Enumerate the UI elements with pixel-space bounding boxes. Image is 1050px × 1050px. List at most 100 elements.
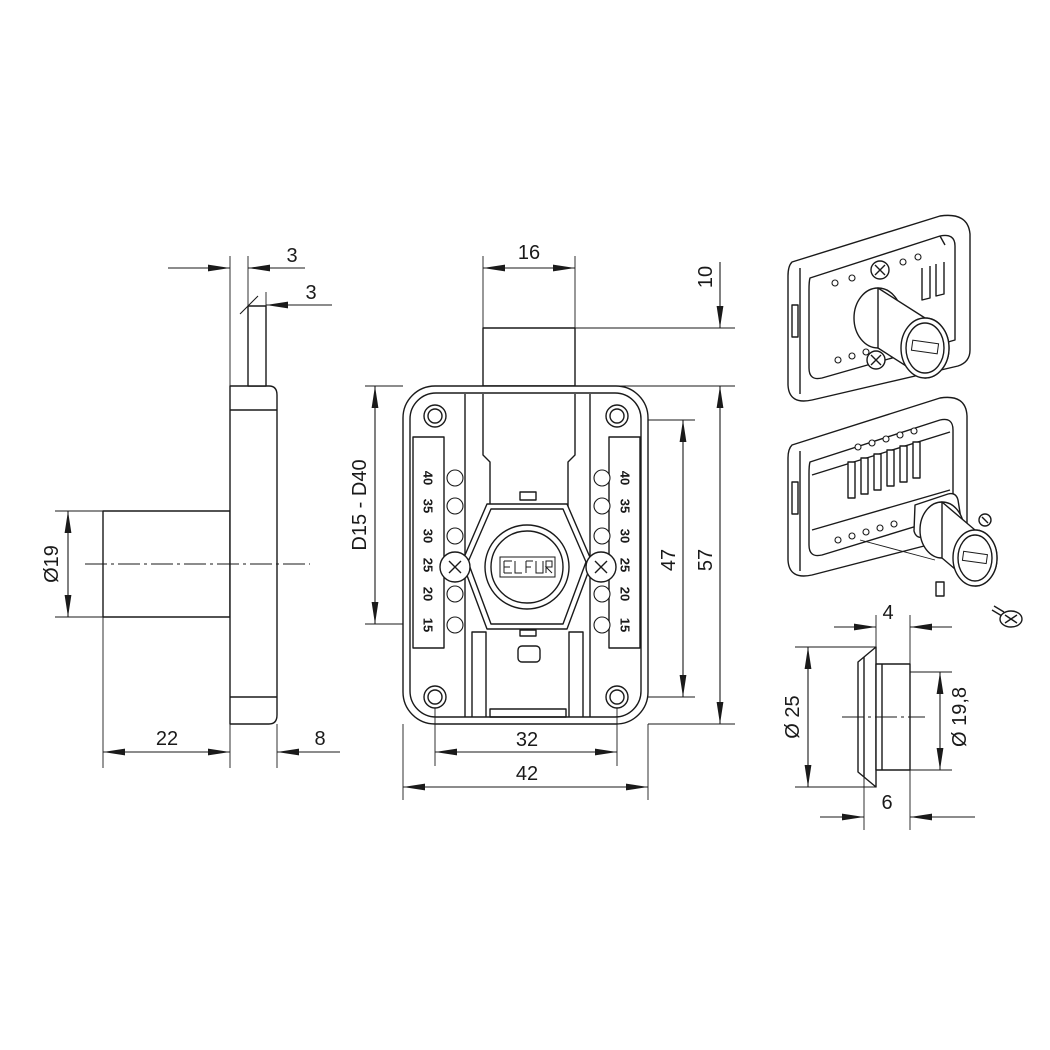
iso-comb-tooth: [886, 449, 895, 487]
iso-dot: [890, 520, 898, 528]
iso-key-logo-icon: [910, 339, 940, 355]
corner-hole-inner: [609, 689, 625, 705]
iso-key-logo-icon: [961, 550, 989, 565]
dim-inner-height: 47: [658, 549, 680, 571]
iso-rail: [811, 489, 951, 531]
scale-left-35: 35: [421, 499, 436, 513]
scale-right-20: 20: [618, 587, 633, 601]
iso-slot: [935, 262, 945, 297]
dim-cylinder-length: 22: [156, 728, 178, 750]
corner-hole: [423, 404, 447, 428]
key-logo-letters: [503, 560, 553, 574]
position-hole: [446, 616, 464, 634]
iso-dot: [848, 352, 856, 360]
position-hole: [593, 469, 611, 487]
iso-dot: [831, 279, 839, 287]
iso-comb-tooth: [912, 441, 921, 479]
scale-left-40: 40: [421, 471, 436, 485]
scale-right-35: 35: [618, 499, 633, 513]
front-view: 40 35 30 25 20 15 40 35 30 25 20 15: [349, 242, 735, 800]
scale-left-30: 30: [421, 529, 436, 543]
lower-spring: [517, 645, 541, 663]
screw-shank: [991, 605, 1005, 617]
bolt-tab: [519, 491, 537, 501]
lower-guide-left: [471, 631, 487, 717]
screw-cross: [874, 264, 886, 276]
bolt-front: [482, 327, 576, 387]
corner-hole-inner: [609, 408, 625, 424]
iso-cylinder-pin: [935, 581, 945, 597]
corner-hole: [605, 404, 629, 428]
iso-dot: [876, 524, 884, 532]
dim-bolt-projection: 10: [695, 266, 717, 288]
dim-overall-height: 57: [695, 549, 717, 571]
scale-right-30: 30: [618, 529, 633, 543]
dim-backset-range: D15 - D40: [349, 459, 371, 550]
bolt-guide-right: [567, 394, 576, 510]
scale-left-25: 25: [421, 558, 436, 572]
position-hole: [446, 469, 464, 487]
iso-comb-tooth: [873, 453, 882, 491]
iso-dot: [834, 356, 842, 364]
housing-plate-side: [229, 385, 278, 725]
screw-cross: [1004, 614, 1018, 624]
key-logo-frame: [499, 556, 556, 578]
iso-comb-tooth: [860, 457, 869, 495]
screw-cross: [448, 560, 462, 574]
iso-corner-line: [939, 235, 946, 246]
iso-dot: [882, 435, 890, 443]
dim-bolt-width-side: 3: [286, 245, 297, 267]
lower-bar: [489, 708, 567, 718]
corner-hole-inner: [427, 408, 443, 424]
dim-cylinder-diameter-side: Ø19: [41, 545, 63, 583]
scale-strip-left: [412, 436, 445, 649]
position-hole: [446, 497, 464, 515]
iso-cylinder-face: [952, 529, 998, 587]
lower-tab: [519, 629, 537, 637]
iso-cylinder-face-inner: [957, 534, 993, 582]
lower-guide-right: [568, 631, 584, 717]
iso-assembly-line: [859, 539, 936, 561]
screw-cross: [594, 560, 608, 574]
iso-dot: [854, 443, 862, 451]
dim-flange-offset: 6: [881, 792, 892, 814]
iso-dot: [868, 439, 876, 447]
position-hole: [446, 527, 464, 545]
iso-comb-tooth: [899, 445, 908, 483]
iso-comb-tooth: [847, 461, 856, 499]
dim-flange-diameter: Ø 25: [782, 695, 804, 738]
scale-left-20: 20: [421, 587, 436, 601]
dim-bolt-width-front: 16: [518, 242, 540, 264]
bolt-side: [247, 305, 267, 387]
scale-right-40: 40: [618, 471, 633, 485]
bolt-guide-left: [482, 394, 491, 510]
screw-cross: [981, 516, 989, 524]
iso-dot: [862, 528, 870, 536]
iso-slot: [921, 266, 931, 301]
iso-cylinder-face-inner: [905, 322, 945, 374]
iso-housing-inner: [808, 234, 956, 380]
iso-side-slot: [791, 481, 799, 515]
position-hole: [593, 527, 611, 545]
iso-dot: [914, 253, 922, 261]
dim-bolt-offset: 3: [305, 282, 316, 304]
cylinder-face-inner: [490, 530, 564, 604]
iso-dot: [862, 348, 870, 356]
iso-housing-inner: [808, 418, 954, 557]
side-view: 3 3 Ø19 22 8: [41, 245, 340, 768]
position-hole: [446, 585, 464, 603]
screw-cross: [870, 354, 882, 366]
position-hole: [593, 585, 611, 603]
dim-tick: [239, 295, 259, 315]
iso-dot: [848, 274, 856, 282]
dim-plate-thickness: 8: [314, 728, 325, 750]
dim-body-diameter: Ø 19,8: [949, 687, 971, 747]
iso-dot: [848, 532, 856, 540]
iso-view-closed: [787, 214, 971, 402]
iso-dot: [834, 536, 842, 544]
scale-left-15: 15: [421, 618, 436, 632]
position-hole: [593, 497, 611, 515]
corner-hole-inner: [427, 689, 443, 705]
dim-hole-spacing: 32: [516, 729, 538, 751]
